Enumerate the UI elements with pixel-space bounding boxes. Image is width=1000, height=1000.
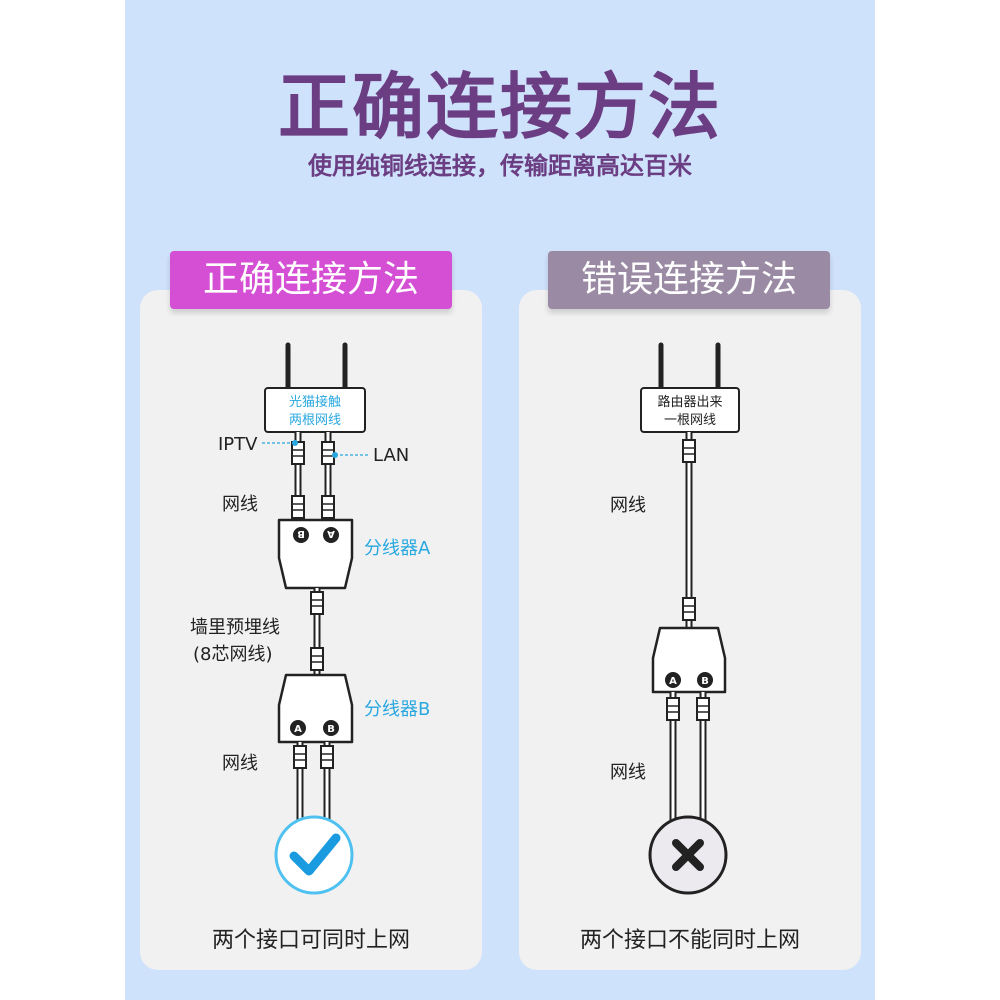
wrong-cable-top-label: 网线 [610, 495, 646, 516]
cross-icon [648, 815, 728, 895]
splitter-b-port-b: B [327, 724, 335, 735]
splitter-a-port-b: B [297, 528, 305, 539]
correct-cable-bottom-label: 网线 [222, 753, 258, 774]
check-icon [274, 815, 354, 895]
lan-pointer-dot [332, 452, 338, 458]
iptv-pointer-dot [292, 440, 298, 446]
router-label-line2: 两根网线 [289, 413, 341, 428]
left-margin [0, 0, 125, 1000]
wrong-top-cable [682, 432, 696, 628]
page-title: 正确连接方法 [277, 65, 722, 149]
wrong-splitter: A B [651, 626, 727, 694]
wall-cable-label-line2: (8芯网线) [193, 644, 273, 665]
splitter-a-label: 分线器A [364, 538, 431, 559]
correct-top-cables [291, 432, 335, 520]
wall-cable-label-line1: 墙里预埋线 [190, 617, 280, 638]
correct-caption: 两个接口可同时上网 [211, 928, 410, 953]
port-iptv-label: IPTV [218, 434, 258, 455]
port-lan-label: LAN [373, 445, 409, 466]
wrong-splitter-port-a: A [669, 676, 677, 687]
right-margin [875, 0, 1000, 1000]
page-subtitle: 使用纯铜线连接，传输距离高达百米 [308, 152, 692, 180]
correct-cable-top-label: 网线 [222, 494, 258, 515]
wall-cable [310, 588, 324, 675]
splitter-b-label: 分线器B [364, 699, 430, 720]
wrong-bottom-cables [666, 692, 710, 830]
router-box [264, 387, 366, 433]
correct-bottom-cables [293, 742, 334, 830]
correct-method-badge: 正确连接方法 [170, 251, 452, 309]
wrong-method-badge: 错误连接方法 [548, 251, 830, 309]
wrong-router-label-line1: 路由器出来 [657, 394, 722, 410]
router-label-line1: 光猫接触 [289, 394, 341, 410]
wrong-caption: 两个接口不能同时上网 [579, 928, 800, 953]
wrong-router: 路由器出来 一根网线 [640, 342, 740, 433]
splitter-a-port-a: A [327, 528, 335, 539]
splitter-b: A B [277, 673, 354, 744]
wrong-router-label-line2: 一根网线 [664, 413, 716, 428]
wrong-cable-bottom-label: 网线 [610, 762, 646, 783]
splitter-b-port-a: A [294, 724, 302, 735]
wrong-splitter-port-b: B [701, 676, 709, 687]
correct-router: 光猫接触 两根网线 [264, 342, 366, 433]
splitter-a: B A [277, 518, 354, 590]
